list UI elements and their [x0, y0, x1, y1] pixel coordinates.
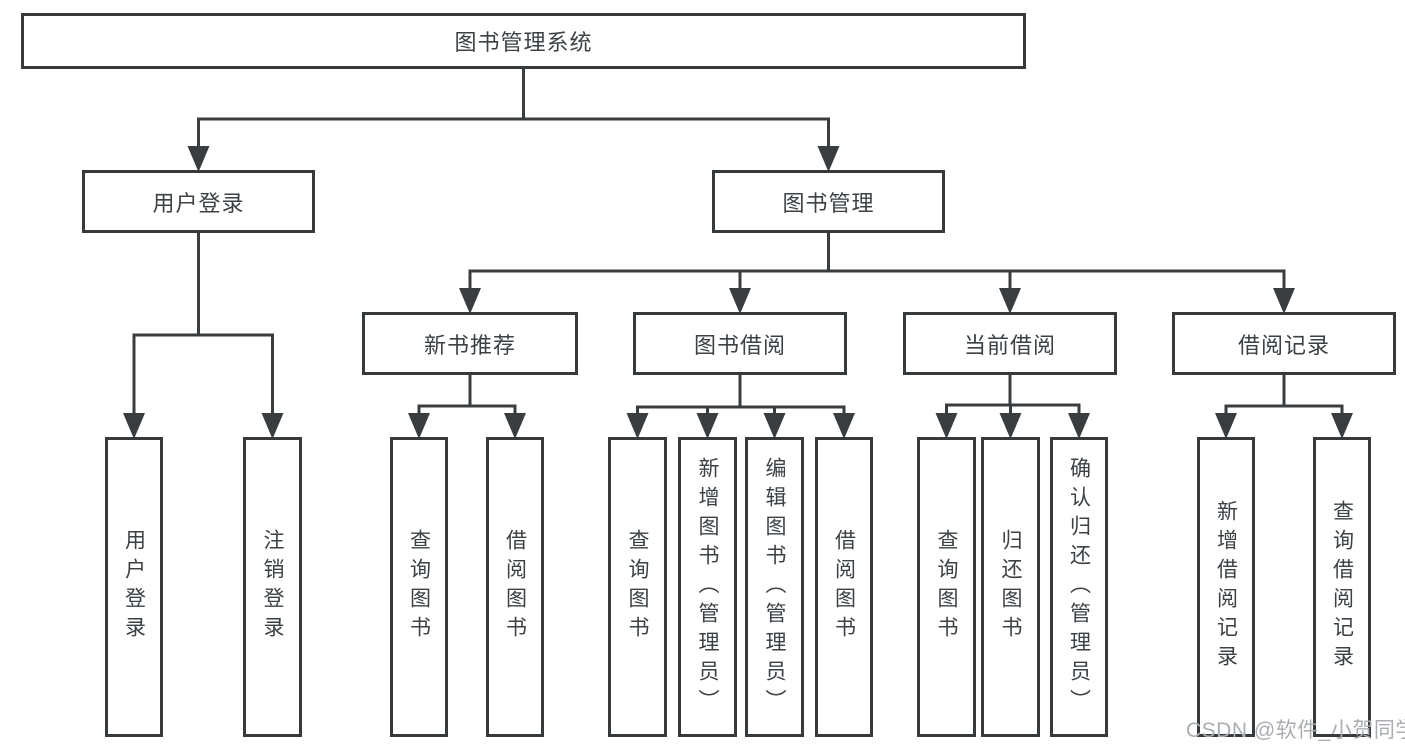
node-book-mgmt: 图书管理 — [712, 170, 945, 233]
node-bb-add: 新增图书（管理员） — [678, 437, 737, 737]
node-nb-borrow: 借阅图书 — [486, 437, 544, 737]
node-leaf-user-login: 用户登录 — [105, 437, 163, 737]
arrowhead-icon — [1215, 413, 1237, 439]
arrowhead-icon — [696, 413, 719, 439]
connector-root — [187, 67, 840, 172]
arrowhead-icon — [817, 146, 840, 172]
arrowhead-icon — [1068, 413, 1090, 439]
node-user-login: 用户登录 — [82, 170, 315, 233]
connector-current-borrow — [935, 373, 1090, 439]
watermark: CSDN @软件_小贺同学 — [1186, 719, 1405, 742]
node-cb-confirm: 确认归还（管理员） — [1050, 437, 1108, 737]
arrowhead-icon — [729, 288, 751, 314]
node-cb-query: 查询图书 — [917, 437, 976, 737]
node-cb-return: 归还图书 — [981, 437, 1040, 737]
node-br-query: 查询借阅记录 — [1313, 437, 1371, 737]
arrowhead-icon — [626, 413, 649, 439]
node-br-add: 新增借阅记录 — [1197, 437, 1255, 737]
arrowhead-icon — [123, 413, 145, 439]
connector-book-borrow — [626, 373, 855, 439]
arrowhead-icon — [408, 413, 430, 439]
node-book-borrow: 图书借阅 — [633, 312, 847, 375]
connector-book-mgmt — [459, 231, 1295, 314]
arrowhead-icon — [187, 146, 210, 172]
node-borrow-records: 借阅记录 — [1172, 312, 1396, 375]
connector-new-book — [408, 373, 526, 439]
arrowhead-icon — [504, 413, 526, 439]
node-bb-query: 查询图书 — [608, 437, 667, 737]
node-bb-borrow: 借阅图书 — [815, 437, 873, 737]
node-bb-edit: 编辑图书（管理员） — [745, 437, 804, 737]
node-root: 图书管理系统 — [21, 13, 1026, 69]
arrowhead-icon — [999, 413, 1022, 439]
arrowhead-icon — [1331, 413, 1353, 439]
connector-user-login — [123, 231, 284, 439]
arrowhead-icon — [459, 288, 481, 314]
arrowhead-icon — [763, 413, 786, 439]
arrowhead-icon — [935, 413, 958, 439]
node-leaf-logout: 注销登录 — [243, 437, 302, 737]
node-current-borrow: 当前借阅 — [903, 312, 1117, 375]
arrowhead-icon — [261, 413, 284, 439]
node-nb-query: 查询图书 — [390, 437, 448, 737]
arrowhead-icon — [999, 288, 1021, 314]
node-new-book: 新书推荐 — [362, 312, 578, 375]
arrowhead-icon — [1273, 288, 1295, 314]
arrowhead-icon — [833, 413, 855, 439]
connector-borrow-records — [1215, 373, 1353, 439]
